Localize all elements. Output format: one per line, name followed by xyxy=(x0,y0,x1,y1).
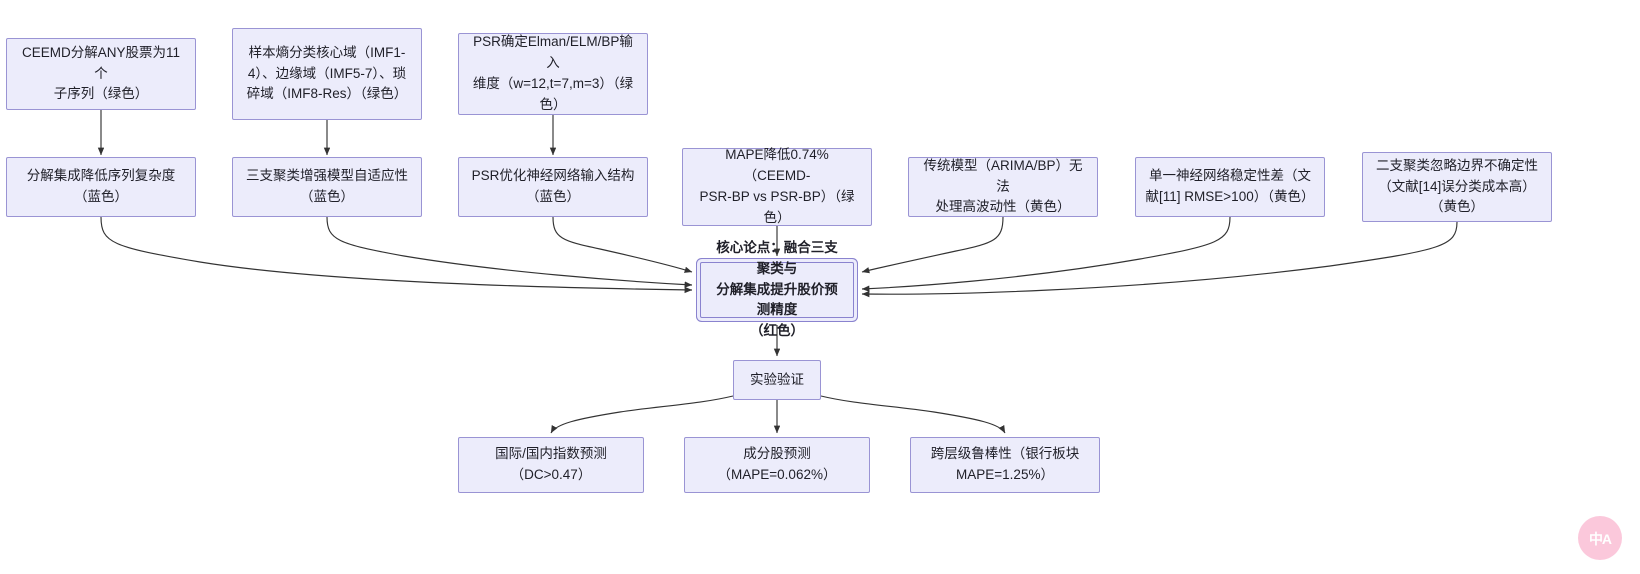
node-label: 单一神经网络稳定性差（文 献[11] RMSE>100）（黄色） xyxy=(1145,168,1315,204)
node-experiment-verification[interactable]: 实验验证 xyxy=(733,360,821,400)
node-label: CEEMD分解ANY股票为11个 子序列（绿色） xyxy=(21,44,181,102)
edge-threeway-to-core xyxy=(326,216,693,288)
edge-experiment-to-robustness xyxy=(820,395,1006,434)
node-label: MAPE降低0.74%（CEEMD- PSR-BP vs PSR-BP）（绿 色… xyxy=(699,147,855,225)
node-single-network-instability[interactable]: 单一神经网络稳定性差（文 献[11] RMSE>100）（黄色） xyxy=(1135,157,1325,217)
edge-twoway-to-core xyxy=(861,221,1458,298)
watermark-label: 中A xyxy=(1588,531,1612,547)
node-label: 国际/国内指数预测 （DC>0.47） xyxy=(495,446,607,482)
edge-traditional-to-core xyxy=(861,216,1004,274)
node-label: 样本熵分类核心域（IMF1- 4）、边缘域（IMF5-7）、琐 碎域（IMF8-… xyxy=(246,44,408,102)
node-label: PSR优化神经网络输入结构 （蓝色） xyxy=(471,168,635,204)
node-label: 跨层级鲁棒性（银行板块 MAPE=1.25%） xyxy=(930,446,1080,482)
node-traditional-model-limitation[interactable]: 传统模型（ARIMA/BP）无法 处理高波动性（黄色） xyxy=(908,157,1098,217)
node-ceemd-decomposition[interactable]: CEEMD分解ANY股票为11个 子序列（绿色） xyxy=(6,38,196,110)
node-label: 分解集成降低序列复杂度 （蓝色） xyxy=(26,168,176,204)
node-label: 成分股预测 （MAPE=0.062%） xyxy=(717,446,837,482)
node-cross-level-robustness-result[interactable]: 跨层级鲁棒性（银行板块 MAPE=1.25%） xyxy=(910,437,1100,493)
node-constituent-stock-result[interactable]: 成分股预测 （MAPE=0.062%） xyxy=(684,437,870,493)
edge-experiment-to-index xyxy=(550,395,734,434)
node-mape-reduction[interactable]: MAPE降低0.74%（CEEMD- PSR-BP vs PSR-BP）（绿 色… xyxy=(682,147,872,226)
node-core-claim[interactable]: 核心论点：融合三支聚类与 分解集成提升股价预测精度 （红色） xyxy=(700,240,854,338)
watermark-badge: 中A xyxy=(1578,516,1622,560)
node-label: PSR确定Elman/ELM/BP输入 维度（w=12,t=7,m=3）（绿 色… xyxy=(472,34,634,112)
node-label: 传统模型（ARIMA/BP）无法 处理高波动性（黄色） xyxy=(923,157,1083,215)
edge-singlenn-to-core xyxy=(861,216,1231,292)
node-psr-input-dimension[interactable]: PSR确定Elman/ELM/BP输入 维度（w=12,t=7,m=3）（绿 色… xyxy=(458,33,648,115)
node-two-way-clustering-limitation[interactable]: 二支聚类忽略边界不确定性 （文献[14]误分类成本高） （黄色） xyxy=(1362,152,1552,222)
node-sample-entropy-classification[interactable]: 样本熵分类核心域（IMF1- 4）、边缘域（IMF5-7）、琐 碎域（IMF8-… xyxy=(232,28,422,120)
node-label: 三支聚类增强模型自适应性 （蓝色） xyxy=(246,168,408,204)
node-index-forecast-result[interactable]: 国际/国内指数预测 （DC>0.47） xyxy=(458,437,644,493)
node-psr-optimizes-network-input[interactable]: PSR优化神经网络输入结构 （蓝色） xyxy=(458,157,648,217)
edge-decomp-to-core xyxy=(100,216,693,294)
edge-psrstruct-to-core xyxy=(552,216,693,273)
node-decomposition-reduces-complexity[interactable]: 分解集成降低序列复杂度 （蓝色） xyxy=(6,157,196,217)
node-three-way-clustering-adaptivity[interactable]: 三支聚类增强模型自适应性 （蓝色） xyxy=(232,157,422,217)
node-label: 二支聚类忽略边界不确定性 （文献[14]误分类成本高） （黄色） xyxy=(1376,157,1538,215)
node-label: 实验验证 xyxy=(750,371,804,387)
node-label: 核心论点：融合三支聚类与 分解集成提升股价预测精度 （红色） xyxy=(716,239,838,339)
